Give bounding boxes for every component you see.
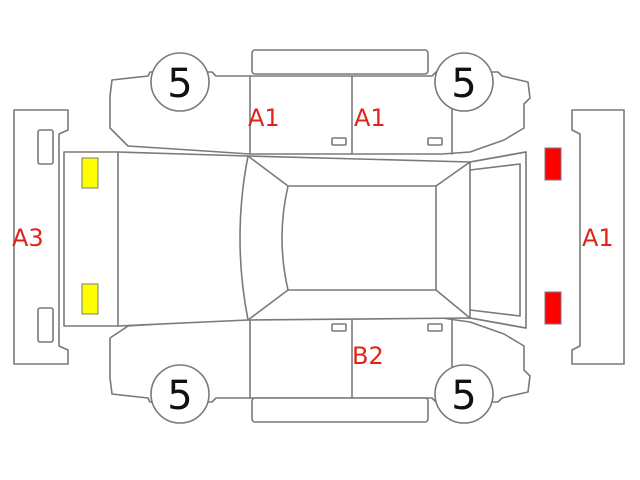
front-lamp-top-marker [544,147,562,181]
roof-body [63,151,527,329]
tire-rear-left-value: 5 [167,61,192,107]
code-rear-bumper: A3 [12,224,44,252]
tire-front-left-value: 5 [451,61,476,107]
tire-front-left: 5 [434,52,494,112]
tire-rear-right: 5 [150,364,210,424]
rear-lamp-bottom-marker [81,283,99,315]
code-left-rear-door: A1 [248,104,280,132]
code-right-front-door: B2 [352,342,384,370]
tire-rear-left: 5 [150,52,210,112]
code-left-front-door: A1 [354,104,386,132]
top-rail [251,49,429,75]
rear-lamp-top-marker [81,157,99,189]
tire-front-right-value: 5 [451,373,476,419]
tire-front-right: 5 [434,364,494,424]
front-lamp-bottom-marker [544,291,562,325]
tire-rear-right-value: 5 [167,373,192,419]
front-bumper [571,109,625,365]
bottom-rail [251,397,429,423]
code-front-bumper: A1 [582,224,614,252]
rear-bumper [13,109,69,365]
